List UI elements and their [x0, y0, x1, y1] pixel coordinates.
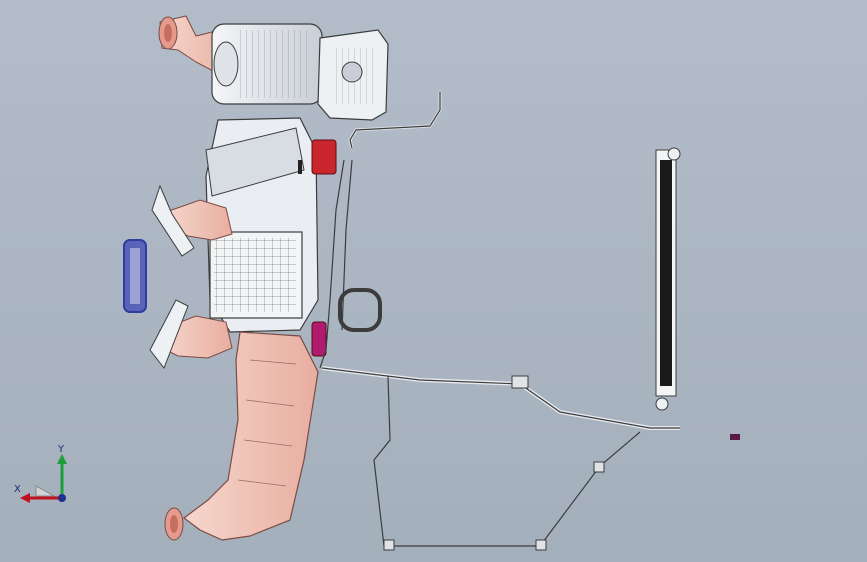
connector-upper[interactable]	[311, 139, 337, 175]
condenser[interactable]	[655, 147, 681, 411]
refrigerant-lines[interactable]	[319, 92, 680, 547]
x-axis-arrow-head	[20, 493, 30, 503]
left-duct-lower[interactable]	[149, 299, 233, 370]
heater-core[interactable]	[209, 231, 303, 319]
blower-motor[interactable]	[211, 23, 323, 105]
connector-lower[interactable]	[311, 321, 327, 357]
recirc-housing[interactable]	[317, 29, 389, 121]
x-axis-label: X	[14, 484, 21, 495]
cabin-filter[interactable]	[123, 239, 147, 313]
left-duct-upper[interactable]	[151, 184, 233, 257]
z-axis-dot	[58, 494, 66, 502]
y-axis-arrow-head	[57, 454, 67, 464]
hose-fittings[interactable]	[338, 288, 740, 551]
lower-duct[interactable]	[164, 331, 319, 541]
y-axis-label: Y	[57, 444, 65, 455]
view-orientation-triad[interactable]: Y X	[14, 440, 74, 510]
